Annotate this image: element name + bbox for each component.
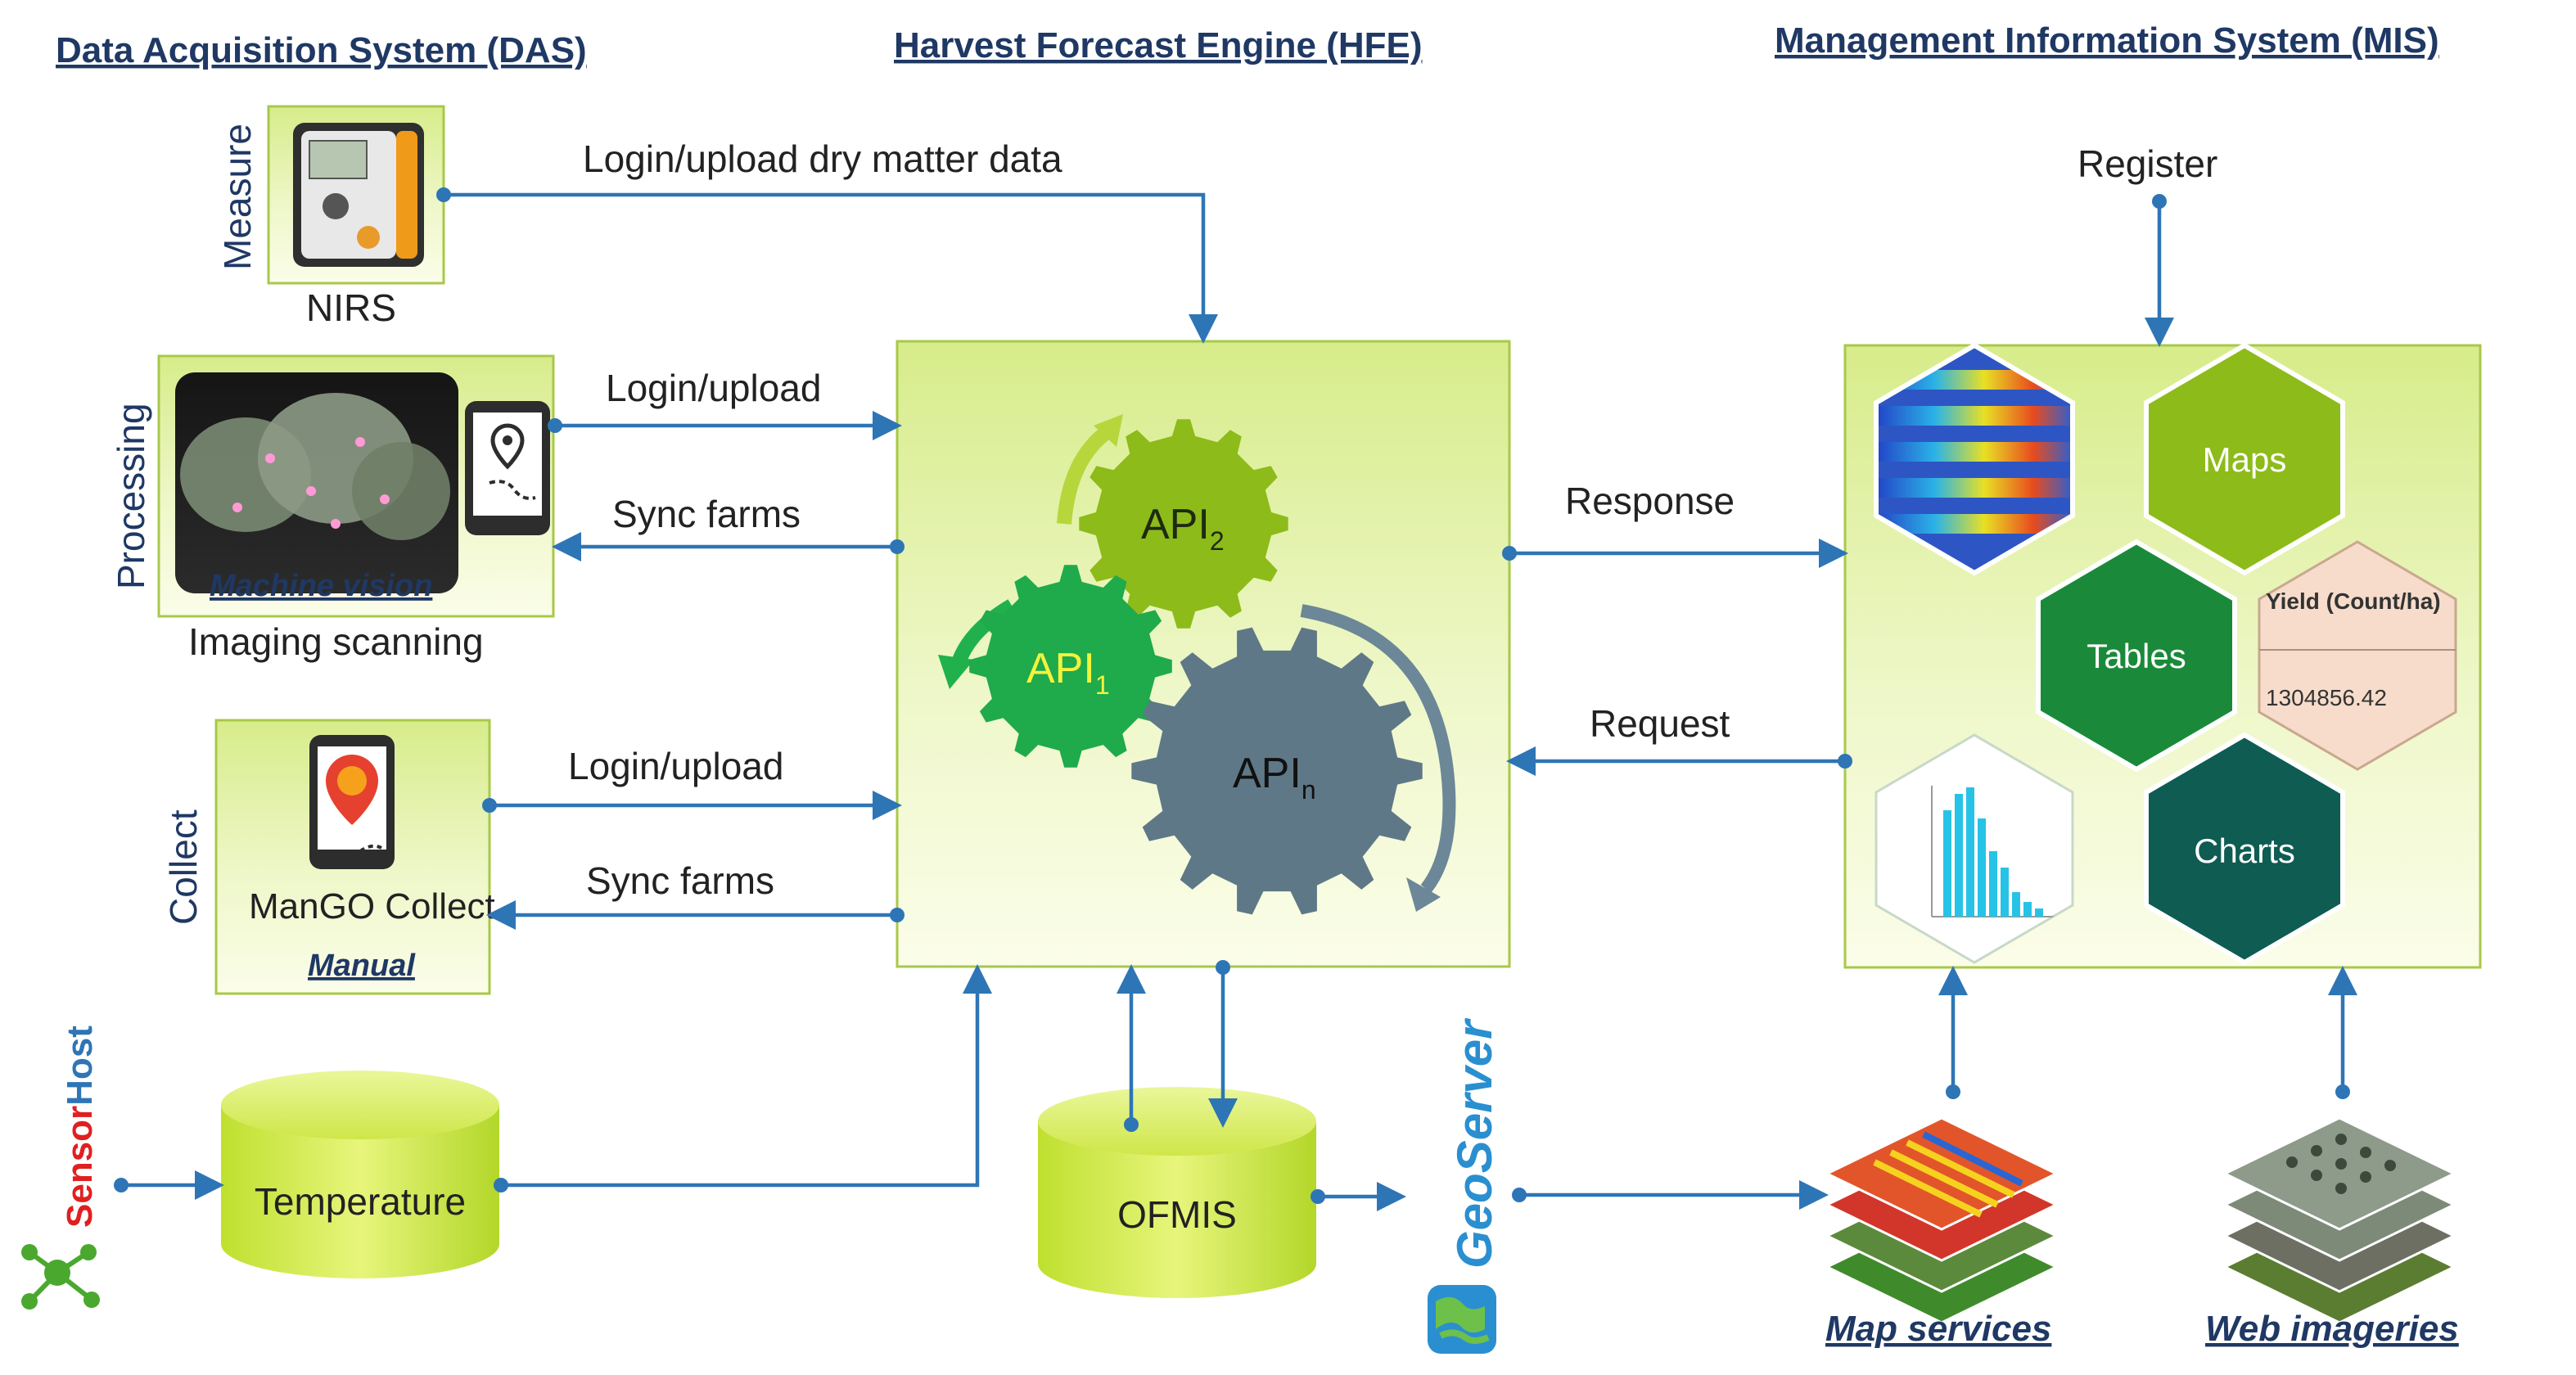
- nirs-device-icon: [293, 123, 424, 267]
- response-label: Response: [1565, 480, 1735, 522]
- collect-label: Collect: [162, 809, 205, 925]
- web-imageries-stack: [2222, 1116, 2457, 1324]
- sync-farms-label-1: Sync farms: [612, 493, 801, 535]
- api-n-label: APIn: [1233, 750, 1316, 805]
- mango-phone-icon: [309, 735, 395, 869]
- processing-label: Processing: [110, 403, 152, 589]
- sync-farms-label-2: Sync farms: [586, 859, 774, 902]
- api-2-gear-shape: [1079, 419, 1288, 629]
- mis-header: Management Information System (MIS): [1775, 20, 2439, 61]
- mango-collect-panel: ManGO Collect Manual Collect: [162, 719, 495, 995]
- mis-box: Maps Tables Yield (Count/ha) 1304856.42: [1843, 342, 2482, 969]
- map-services-caption: Map services: [1825, 1309, 2051, 1349]
- sensorhost-network-icon: [21, 1244, 100, 1310]
- maps-hex[interactable]: Maps: [2144, 342, 2345, 576]
- api-1-gear-shape: [969, 565, 1172, 768]
- rotation-arrow-top: [1057, 426, 1112, 525]
- maps-label: Maps: [2203, 440, 2287, 479]
- smartphone-map-icon: [465, 401, 550, 535]
- api-n-gear: APIn: [1131, 627, 1423, 915]
- bar-chart-hex: [1874, 733, 2074, 964]
- bar-chart-bars: [1931, 786, 2063, 917]
- map-services-stack: [1824, 1116, 2059, 1324]
- charts-label: Charts: [2194, 832, 2295, 870]
- hfe-box: API2 API1 APIn: [896, 340, 1511, 968]
- api-1-gear: API1: [969, 565, 1172, 768]
- geoserver-wordmark: GeoServer: [1447, 1017, 1502, 1269]
- yield-title: Yield (Count/ha): [2266, 588, 2441, 614]
- tables-label: Tables: [2087, 637, 2186, 675]
- ofmis-label: OFMIS: [1117, 1193, 1237, 1236]
- api-2-gear: API2: [1079, 419, 1288, 629]
- tree-canopy: [180, 393, 450, 540]
- machine-vision-caption: Machine vision: [210, 569, 432, 603]
- yield-value: 1304856.42: [2266, 685, 2387, 710]
- das-header: Data Acquisition System (DAS): [56, 30, 587, 70]
- manual-caption: Manual: [308, 949, 416, 983]
- yield-hex: Yield (Count/ha) 1304856.42: [2258, 540, 2457, 771]
- rotation-arrow-right: [1300, 604, 1456, 893]
- sensorhost-wordmark: SensorHost: [60, 1026, 100, 1228]
- login-upload-dry-matter-label: Login/upload dry matter data: [583, 138, 1062, 180]
- nirs-to-hfe-arrow: [444, 192, 1218, 344]
- measure-label: Measure: [216, 124, 259, 270]
- rotation-arrowhead-left: [938, 655, 974, 689]
- login-upload-label-1: Login/upload: [606, 367, 821, 409]
- imaging-scanning-label: Imaging scanning: [188, 620, 484, 663]
- mango-collect-label: ManGO Collect: [249, 886, 495, 926]
- web-imageries-caption: Web imageries: [2205, 1309, 2459, 1349]
- rotation-arrowhead-right: [1406, 877, 1441, 912]
- login-upload-label-2: Login/upload: [568, 745, 783, 787]
- temperature-label: Temperature: [255, 1180, 466, 1223]
- machine-vision-panel: Machine vision Processing Imaging scanni…: [110, 354, 555, 663]
- api-1-label: API1: [1026, 645, 1110, 700]
- nirs-panel: Measure NIRS: [216, 105, 445, 329]
- geoserver-globe-icon: [1428, 1285, 1496, 1354]
- charts-hex[interactable]: Charts: [2144, 732, 2345, 966]
- hfe-header: Harvest Forecast Engine (HFE): [894, 25, 1423, 65]
- nirs-label: NIRS: [306, 286, 396, 329]
- temperature-database: Temperature: [221, 1071, 499, 1278]
- geoserver-logo: GeoServer: [1428, 1017, 1502, 1354]
- rotation-arrowhead-top: [1094, 414, 1123, 447]
- sensorhost-logo: SensorHost: [21, 1026, 100, 1310]
- api-n-gear-shape: [1131, 627, 1423, 915]
- ofmis-database: OFMIS: [1038, 1087, 1316, 1298]
- heatmap-hex: [1874, 342, 2075, 576]
- request-label: Request: [1590, 702, 1730, 745]
- tables-hex[interactable]: Tables: [2036, 539, 2237, 773]
- temperature-to-hfe-arrow: [501, 964, 992, 1188]
- register-label: Register: [2077, 142, 2217, 185]
- api-2-label: API2: [1141, 501, 1225, 556]
